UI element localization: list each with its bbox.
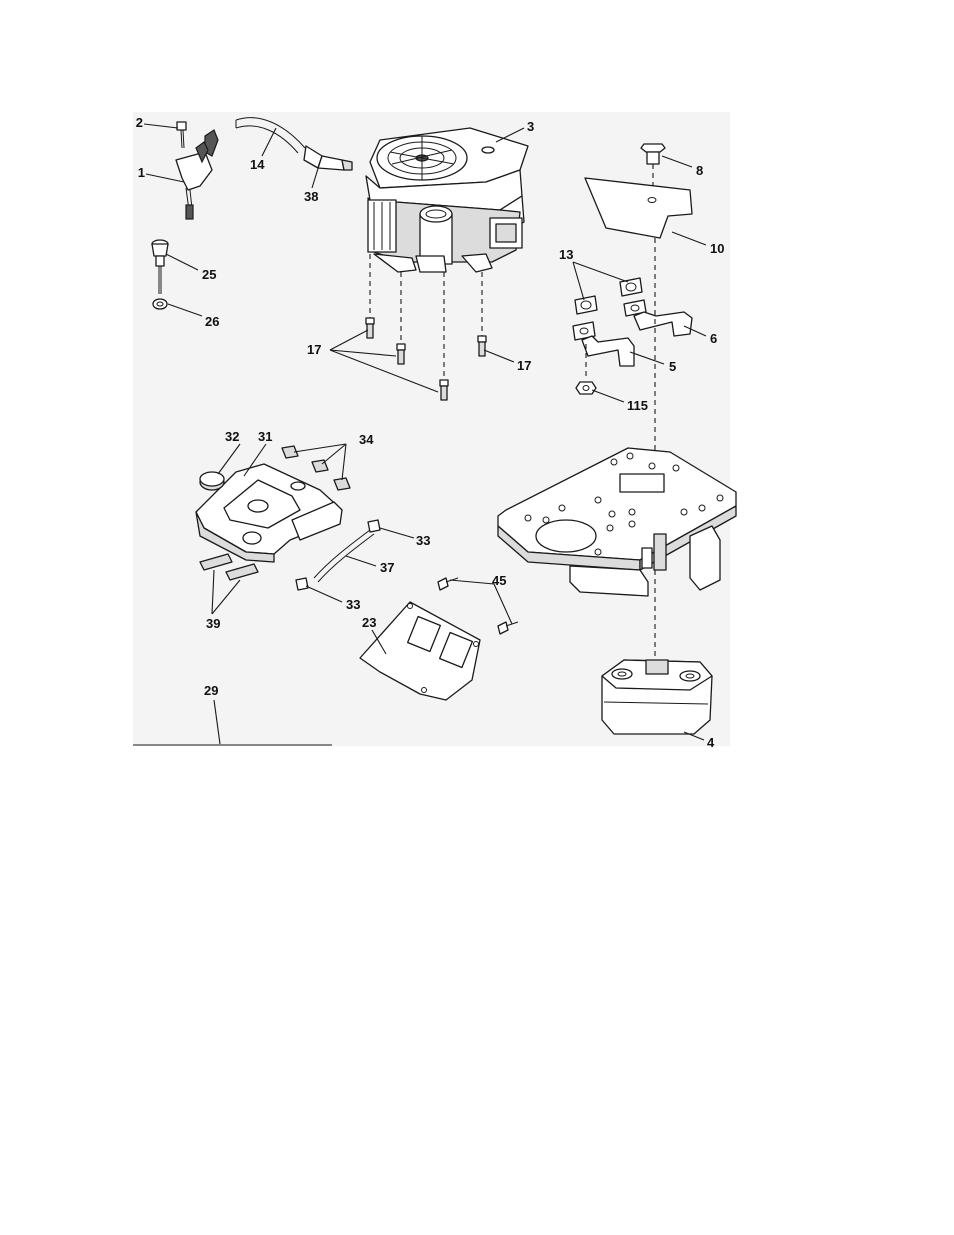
callout-37: 37 [380,560,394,575]
callout-25: 25 [202,267,216,282]
callout-33-lower: 33 [346,597,360,612]
callout-31: 31 [258,429,272,444]
dipstick-seal-part [153,299,167,309]
callout-3: 3 [527,119,534,134]
callout-23: 23 [362,615,376,630]
engine-part [366,128,528,272]
callout-39: 39 [206,616,220,631]
callout-32: 32 [225,429,239,444]
callout-17-right: 17 [517,358,531,373]
callout-45: 45 [492,573,506,588]
callout-115: 115 [627,398,648,413]
callout-1: 1 [138,165,145,180]
callout-5: 5 [669,359,676,374]
callout-38: 38 [304,189,318,204]
callout-13: 13 [559,247,573,262]
callout-14: 14 [250,157,265,172]
callout-8: 8 [696,163,703,178]
callout-2: 2 [136,115,143,130]
callout-10: 10 [710,241,724,256]
callout-26: 26 [205,314,219,329]
callout-29: 29 [204,683,218,698]
cover-cap-part [200,472,224,490]
callout-4: 4 [707,735,715,750]
callout-34: 34 [359,432,374,447]
callout-6: 6 [710,331,717,346]
callout-17-left: 17 [307,342,321,357]
callout-33-upper: 33 [416,533,430,548]
